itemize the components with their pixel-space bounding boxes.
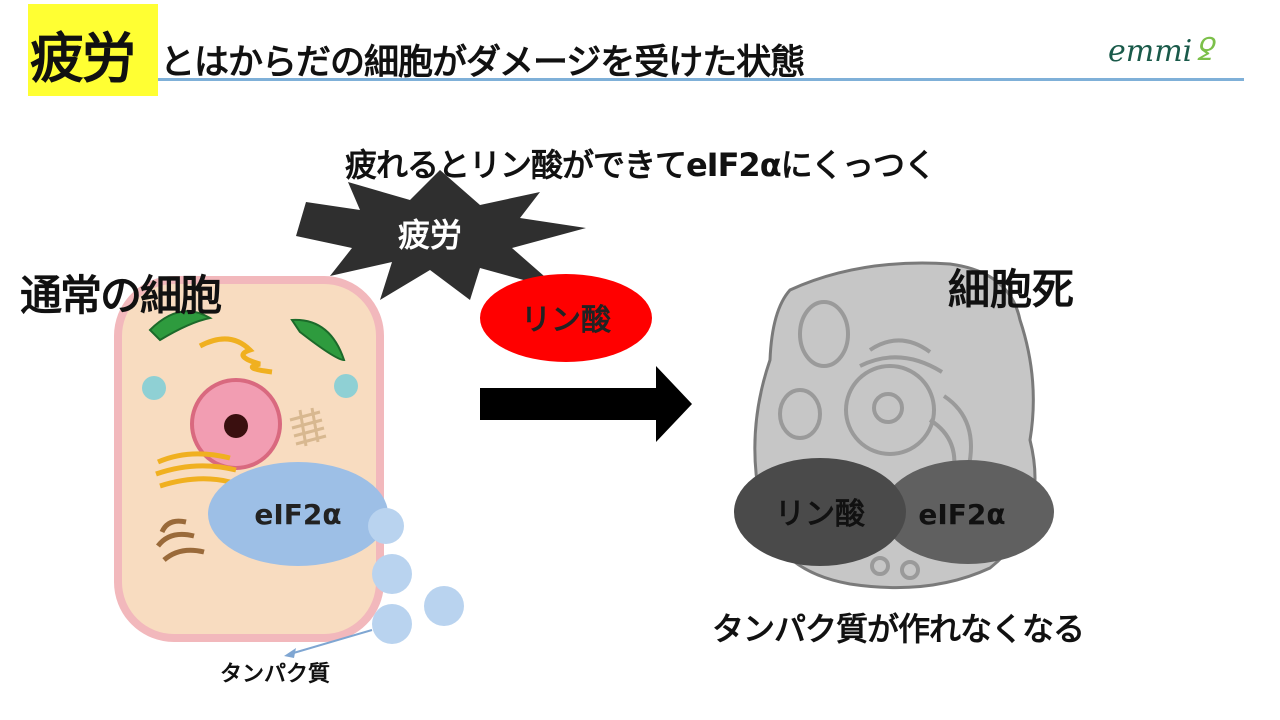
eif2a-normal-shape: [208, 462, 388, 566]
normal-cell-label: 通常の細胞: [20, 271, 222, 320]
protein-dot: [372, 604, 412, 644]
logo-mark-icon: ꝿ: [1195, 33, 1213, 68]
title-underline: [158, 78, 1244, 81]
protein-dot: [372, 554, 412, 594]
fatigue-burst-label: 疲労: [398, 216, 462, 254]
page-title: とはからだの細胞がダメージを受けた状態: [160, 43, 805, 83]
golgi-icon: [155, 451, 237, 489]
phosphate-label: リン酸: [521, 303, 612, 338]
transition-arrow-icon: [480, 366, 692, 442]
eif2a-normal-label: eIF2α: [254, 498, 341, 531]
phosphate-dead-label: リン酸: [775, 497, 866, 532]
mitochondria-right-icon: [290, 318, 346, 362]
protein-dot: [368, 508, 404, 544]
phosphate-shape: [480, 274, 652, 362]
logo-text: emmi: [1108, 34, 1193, 69]
bottom-caption: タンパク質が作れなくなる: [712, 610, 1085, 648]
nucleolus-icon: [224, 414, 248, 438]
vesicle-icon: [334, 374, 358, 398]
dead-vesicle-icon: [900, 560, 920, 580]
protein-pointer-line: [289, 629, 373, 655]
protein-label: タンパク質: [220, 662, 331, 687]
title-keyword: 疲労: [30, 27, 136, 90]
cell-death-label: 細胞死: [948, 265, 1075, 314]
cytoskeleton-icon: [289, 407, 327, 447]
fatigue-burst-icon: [296, 170, 586, 300]
dead-nucleolus-icon: [872, 392, 904, 424]
title-highlight: [28, 4, 158, 96]
eif2a-dead-shape: [882, 460, 1054, 564]
vesicle-icon: [142, 376, 166, 400]
dead-mitochondria-icon: [778, 388, 822, 440]
eif2a-dead-label: eIF2α: [918, 498, 1005, 531]
protein-pointer-arrowhead: [284, 648, 296, 658]
protein-dot: [424, 586, 464, 626]
dead-er-icon: [859, 338, 944, 374]
endoplasmic-reticulum-icon: [198, 336, 273, 375]
dead-mitochondria-icon: [798, 300, 850, 368]
dead-vesicle-icon: [870, 556, 890, 576]
lysosome-icon: [156, 518, 205, 562]
phosphate-dead-shape: [734, 458, 906, 566]
dead-nucleus-icon: [844, 364, 936, 456]
normal-cell: [114, 276, 384, 642]
mitochondria-left-icon: [148, 310, 213, 342]
